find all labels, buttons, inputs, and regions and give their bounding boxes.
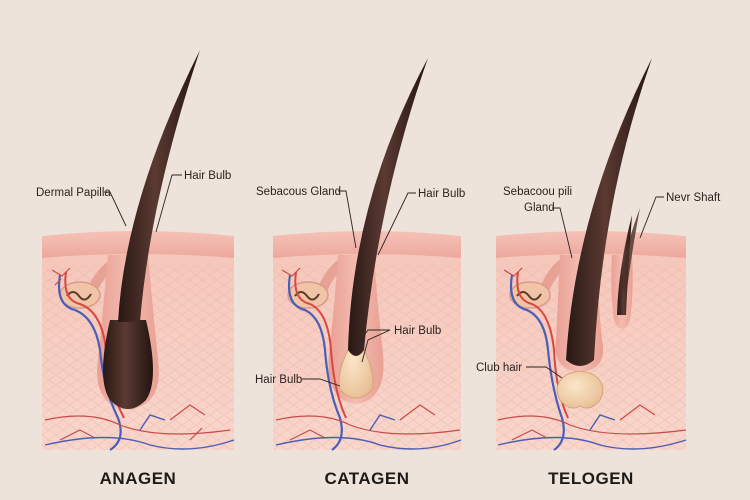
stage-title-telogen: TELOGEN [548,469,634,488]
capillary-network [275,267,461,441]
label-catagen-hair-bulb: Hair Bulb [418,188,465,200]
leader-catagen-inner-bulb-a [354,329,390,349]
label-nevr-shaft: Nevr Shaft [666,192,721,204]
capillary-network [44,267,231,441]
anagen-panel [42,50,235,451]
leader-sebacoou-gland [552,207,573,259]
vein-network [275,414,462,450]
hair-shaft [566,58,652,366]
regressing-bulb [338,334,374,399]
gland-marking [516,291,542,301]
label-sebacoou-pili: Sebacoou pili [503,186,572,198]
label-catagen-bottom-bulb: Hair Bulb [255,374,302,386]
leader-catagen-inner-bulb-b [361,329,391,363]
new-hair-shaft-2 [620,208,640,290]
label-club-hair: Club hair [476,362,522,374]
leader-new-shaft [639,196,664,239]
vein-network [44,414,235,450]
hair-shaft [118,50,200,322]
vein-network [497,414,687,450]
leader-anagen-hair-bulb [155,174,182,233]
telogen-panel [496,58,687,451]
gland-marking [66,291,92,301]
sebaceous-gland [287,281,329,309]
label-catagen-inner-bulb: Hair Bulb [394,325,441,337]
gland-marking [294,291,320,301]
catagen-panel [273,58,462,451]
label-anagen-hair-bulb: Hair Bulb [184,170,231,182]
vein-vessel [57,274,122,451]
label-gland: Gland [524,202,555,214]
hair-shaft [348,58,428,356]
label-dermal-papilla: Dermal Papilla [36,187,111,199]
artery-vessel [294,271,347,419]
leader-sebacous-gland [338,190,357,249]
vein-vessel [509,274,565,451]
leader-catagen-bottom-bulb [302,378,341,387]
leader-lines [104,174,664,387]
leader-dermal-papilla [104,191,127,227]
vein-vessel [287,274,343,451]
club-hair-bulb [556,371,604,409]
sebaceous-gland [509,281,551,309]
stage-title-anagen: ANAGEN [100,469,177,488]
label-sebacous-gland: Sebacous Gland [256,186,341,198]
leader-club-hair [526,366,563,379]
hair-bulb [103,320,153,409]
leader-catagen-hair-bulb [377,192,416,256]
capillary-network [497,267,687,441]
stage-title-catagen: CATAGEN [324,469,409,488]
